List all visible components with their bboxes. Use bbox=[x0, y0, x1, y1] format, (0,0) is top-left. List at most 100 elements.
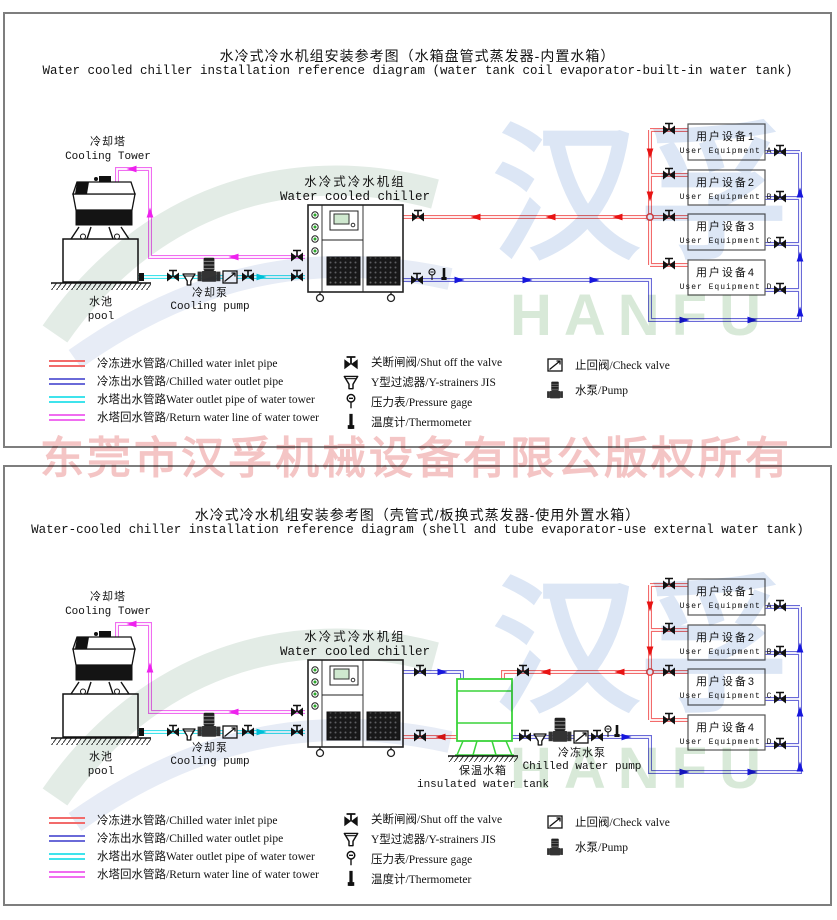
legend-row: 水泵/Pump bbox=[545, 377, 670, 402]
shutoff-valve-icon bbox=[518, 729, 532, 743]
legend-label: 关断闸阀/Shut off the valve bbox=[371, 357, 503, 369]
user-equipment-2: 用户设备2 User Equipment B bbox=[680, 169, 773, 206]
shutoff-valve-icon bbox=[241, 269, 255, 283]
pipe-junction bbox=[645, 668, 654, 677]
user-equipment-label-en: User Equipment D bbox=[680, 283, 773, 292]
pool-label-en: pool bbox=[88, 766, 114, 778]
legend-label: 水塔回水管路/Return water line of water tower bbox=[97, 869, 319, 881]
legend-label: 止回阀/Check valve bbox=[575, 359, 670, 372]
legend-symbols-col2: 止回阀/Check valve 水泵/Pump bbox=[545, 809, 670, 859]
cooling-pump bbox=[197, 712, 221, 738]
thermometer-icon bbox=[614, 725, 620, 737]
y-strainer-icon bbox=[182, 728, 196, 741]
user-equipment-3: 用户设备3 User Equipment C bbox=[680, 668, 773, 706]
cooling-tower-label-en: Cooling Tower bbox=[65, 606, 151, 618]
legend-label: Y型过滤器/Y-strainers JIS bbox=[371, 834, 496, 846]
cyan-line-swatch bbox=[49, 395, 85, 403]
user-equipment-label-cn: 用户设备3 bbox=[696, 219, 756, 233]
shutoff-valve-icon bbox=[411, 209, 425, 223]
user-equipment-label-cn: 用户设备2 bbox=[696, 175, 756, 189]
tank-ground-hatch bbox=[448, 756, 518, 762]
pool-outlet-fitting bbox=[139, 728, 144, 736]
legend-row: 冷冻出水管路/Chilled water outlet pipe bbox=[49, 372, 319, 390]
legend-row: 冷冻进水管路/Chilled water inlet pipe bbox=[49, 811, 319, 829]
red-line-swatch bbox=[49, 816, 85, 824]
user-equipment-2: 用户设备2 User Equipment B bbox=[680, 624, 771, 661]
pool-label-en: pool bbox=[88, 311, 114, 323]
user-equipment-label-en: User Equipment B bbox=[680, 193, 773, 202]
cooling-pump-label-cn: 冷却泵 bbox=[192, 741, 228, 754]
check-valve-icon bbox=[547, 357, 563, 372]
cooling-tower-label-en: Cooling Tower bbox=[65, 151, 151, 163]
user-equipment-label-en: User Equipment C bbox=[680, 692, 773, 701]
shutoff-valve-icon bbox=[773, 282, 787, 296]
pool-outlet-fitting bbox=[139, 273, 144, 281]
shutoff-valve-icon bbox=[290, 249, 304, 263]
thermometer-icon bbox=[441, 268, 447, 280]
legend-label: 关断闸阀/Shut off the valve bbox=[371, 814, 503, 826]
blue-line-swatch bbox=[49, 834, 85, 842]
shutoff-valve-icon bbox=[662, 712, 676, 726]
user-equipment-label-cn: 用户设备2 bbox=[696, 630, 756, 644]
user-equipment-label-en: User Equipment D bbox=[680, 738, 773, 747]
shutoff-valve-icon bbox=[413, 664, 427, 678]
cooling-tower-label-cn: 冷却塔 bbox=[90, 135, 126, 148]
shutoff-valve-icon bbox=[773, 144, 787, 158]
legend-row: 止回阀/Check valve bbox=[545, 809, 670, 834]
shutoff-valve-icon bbox=[241, 724, 255, 738]
legend-row: 温度计/Thermometer bbox=[341, 412, 502, 432]
y-strainer-icon bbox=[533, 733, 547, 746]
user-equipment-label-cn: 用户设备1 bbox=[696, 584, 756, 598]
shutoff-valve-icon bbox=[662, 122, 676, 136]
tower-return-pipe bbox=[115, 167, 305, 259]
tower-return-pipe bbox=[115, 622, 305, 714]
shutoff-valve-icon bbox=[410, 272, 424, 286]
chilled-water-inlet-pipe bbox=[403, 128, 688, 267]
legend-row: 关断闸阀/Shut off the valve bbox=[341, 352, 502, 372]
legend-label: 冷冻进水管路/Chilled water inlet pipe bbox=[97, 815, 278, 827]
cooling-pump-label-en: Cooling pump bbox=[170, 301, 249, 313]
shutoff-valve-icon bbox=[773, 737, 787, 751]
panel-built-in-water-tank: 水冷式冷水机组安装参考图（水箱盘管式蒸发器-内置水箱） Water cooled… bbox=[3, 12, 832, 448]
chilled-pump-label-cn: 冷冻水泵 bbox=[558, 745, 606, 759]
legend-pipe-lines: 冷冻进水管路/Chilled water inlet pipe 冷冻出水管路/C… bbox=[49, 811, 319, 883]
shutoff-valve-icon bbox=[290, 269, 304, 283]
y-strainer-icon bbox=[182, 273, 196, 286]
cooling-tower bbox=[50, 630, 152, 746]
cooling-tower bbox=[50, 175, 152, 291]
shutoff-valve-icon bbox=[662, 577, 676, 591]
user-equipment-label-en: User Equipment A bbox=[680, 602, 773, 611]
shutoff-valve-icon bbox=[343, 356, 359, 371]
legend-pipe-lines: 冷冻进水管路/Chilled water inlet pipe 冷冻出水管路/C… bbox=[49, 354, 319, 426]
chilled-water-inlet-pipe bbox=[403, 583, 688, 739]
shutoff-valve-icon bbox=[662, 167, 676, 181]
legend-row: Y型过滤器/Y-strainers JIS bbox=[341, 829, 502, 849]
legend-row: 压力表/Pressure gage bbox=[341, 392, 502, 412]
legend-label: 止回阀/Check valve bbox=[575, 816, 670, 829]
user-equipment-label-cn: 用户设备1 bbox=[696, 129, 756, 143]
tank-label-en: insulated water tank bbox=[417, 779, 549, 791]
pool-label-cn: 水池 bbox=[89, 295, 113, 308]
legend-label: Y型过滤器/Y-strainers JIS bbox=[371, 377, 496, 389]
check-valve-icon bbox=[222, 270, 238, 284]
user-equipment-label-cn: 用户设备4 bbox=[696, 720, 756, 734]
shutoff-valve-icon bbox=[413, 729, 427, 743]
pool-label-cn: 水池 bbox=[89, 750, 113, 763]
legend-label: 冷冻进水管路/Chilled water inlet pipe bbox=[97, 358, 278, 370]
legend-label: 冷冻出水管路/Chilled water outlet pipe bbox=[97, 376, 284, 388]
shutoff-valve-icon bbox=[590, 729, 604, 743]
legend-row: 水塔出水管路Water outlet pipe of water tower bbox=[49, 847, 319, 865]
pump-icon bbox=[546, 837, 564, 856]
check-valve-icon bbox=[573, 730, 589, 744]
insulated-water-tank bbox=[454, 678, 515, 756]
thermometer-icon bbox=[347, 413, 355, 429]
legend-label: 压力表/Pressure gage bbox=[371, 397, 473, 409]
check-valve-icon bbox=[547, 814, 563, 829]
legend-label: 水泵/Pump bbox=[575, 384, 629, 397]
cooling-pump bbox=[197, 257, 221, 283]
user-equipment-label-en: User Equipment A bbox=[680, 147, 773, 156]
pressure-gage-icon bbox=[346, 393, 356, 409]
legend-row: 止回阀/Check valve bbox=[545, 352, 670, 377]
shutoff-valve-icon bbox=[662, 664, 676, 678]
